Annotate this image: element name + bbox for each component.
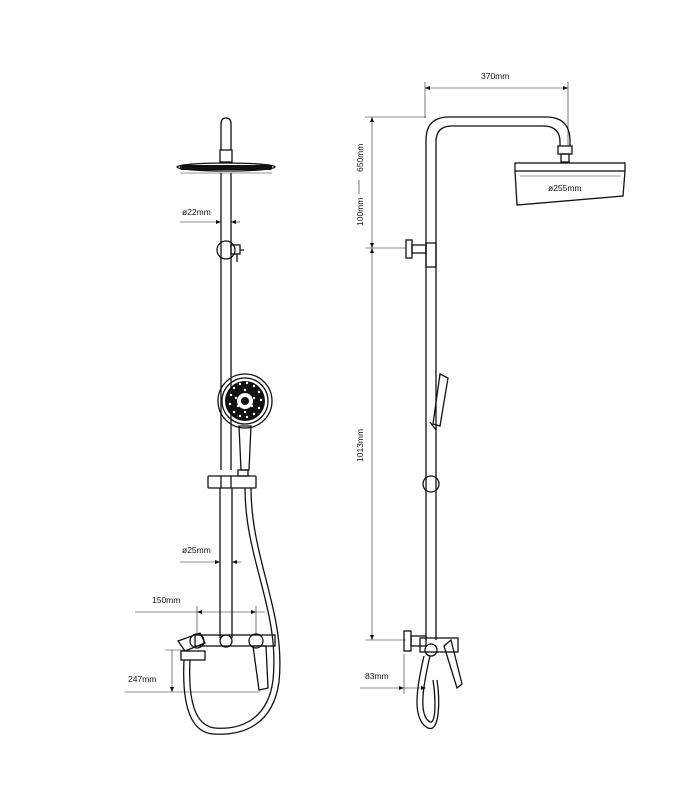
lower-riser-pipe xyxy=(219,488,233,638)
dimension-arm-width: 370mm xyxy=(424,71,569,146)
side-slider-knob xyxy=(422,475,440,493)
dimension-upper-diameter: ø22mm xyxy=(180,207,240,224)
diverter-knob xyxy=(216,240,244,262)
top-height-label: 650mm xyxy=(355,144,365,172)
dimension-heights: 650mm 100mm 1013mm xyxy=(355,116,426,641)
arm-width-label: 370mm xyxy=(481,71,509,81)
side-mixer xyxy=(403,630,463,729)
shower-hose xyxy=(189,487,275,729)
side-riser-and-arm xyxy=(425,116,571,640)
upper-riser-pipe xyxy=(220,173,232,470)
mixer-height-label: 247mm xyxy=(128,674,156,684)
riser-height-label: 1013mm xyxy=(355,429,365,462)
head-diameter-label: ø255mm xyxy=(548,183,582,193)
front-view: ø22mm xyxy=(125,117,281,735)
riser-top-stub xyxy=(220,117,232,150)
dimension-mixer-height: 247mm xyxy=(125,649,260,693)
mixer-valve xyxy=(176,632,276,691)
pipe-diameter-upper-label: ø22mm xyxy=(182,207,211,217)
rain-shower-head xyxy=(176,162,276,174)
upper-section-label: 100mm xyxy=(355,198,365,226)
pipe-diameter-lower-label: ø25mm xyxy=(182,545,211,555)
side-view: 370mm ø255mm xyxy=(355,71,626,729)
wall-offset-label: 83mm xyxy=(365,671,389,681)
head-connector xyxy=(219,149,233,163)
side-rain-head: ø255mm xyxy=(514,162,626,206)
slide-holder xyxy=(207,469,257,489)
dimension-lower-diameter: ø25mm xyxy=(180,545,241,564)
side-hand-shower xyxy=(429,373,449,431)
hand-shower xyxy=(217,373,273,471)
side-diverter xyxy=(405,239,437,268)
dimension-wall-offset: 83mm xyxy=(360,654,426,694)
dimension-spout-projection: 150mm xyxy=(135,595,265,634)
side-head-connector xyxy=(557,145,573,163)
spout-projection-label: 150mm xyxy=(152,595,180,605)
